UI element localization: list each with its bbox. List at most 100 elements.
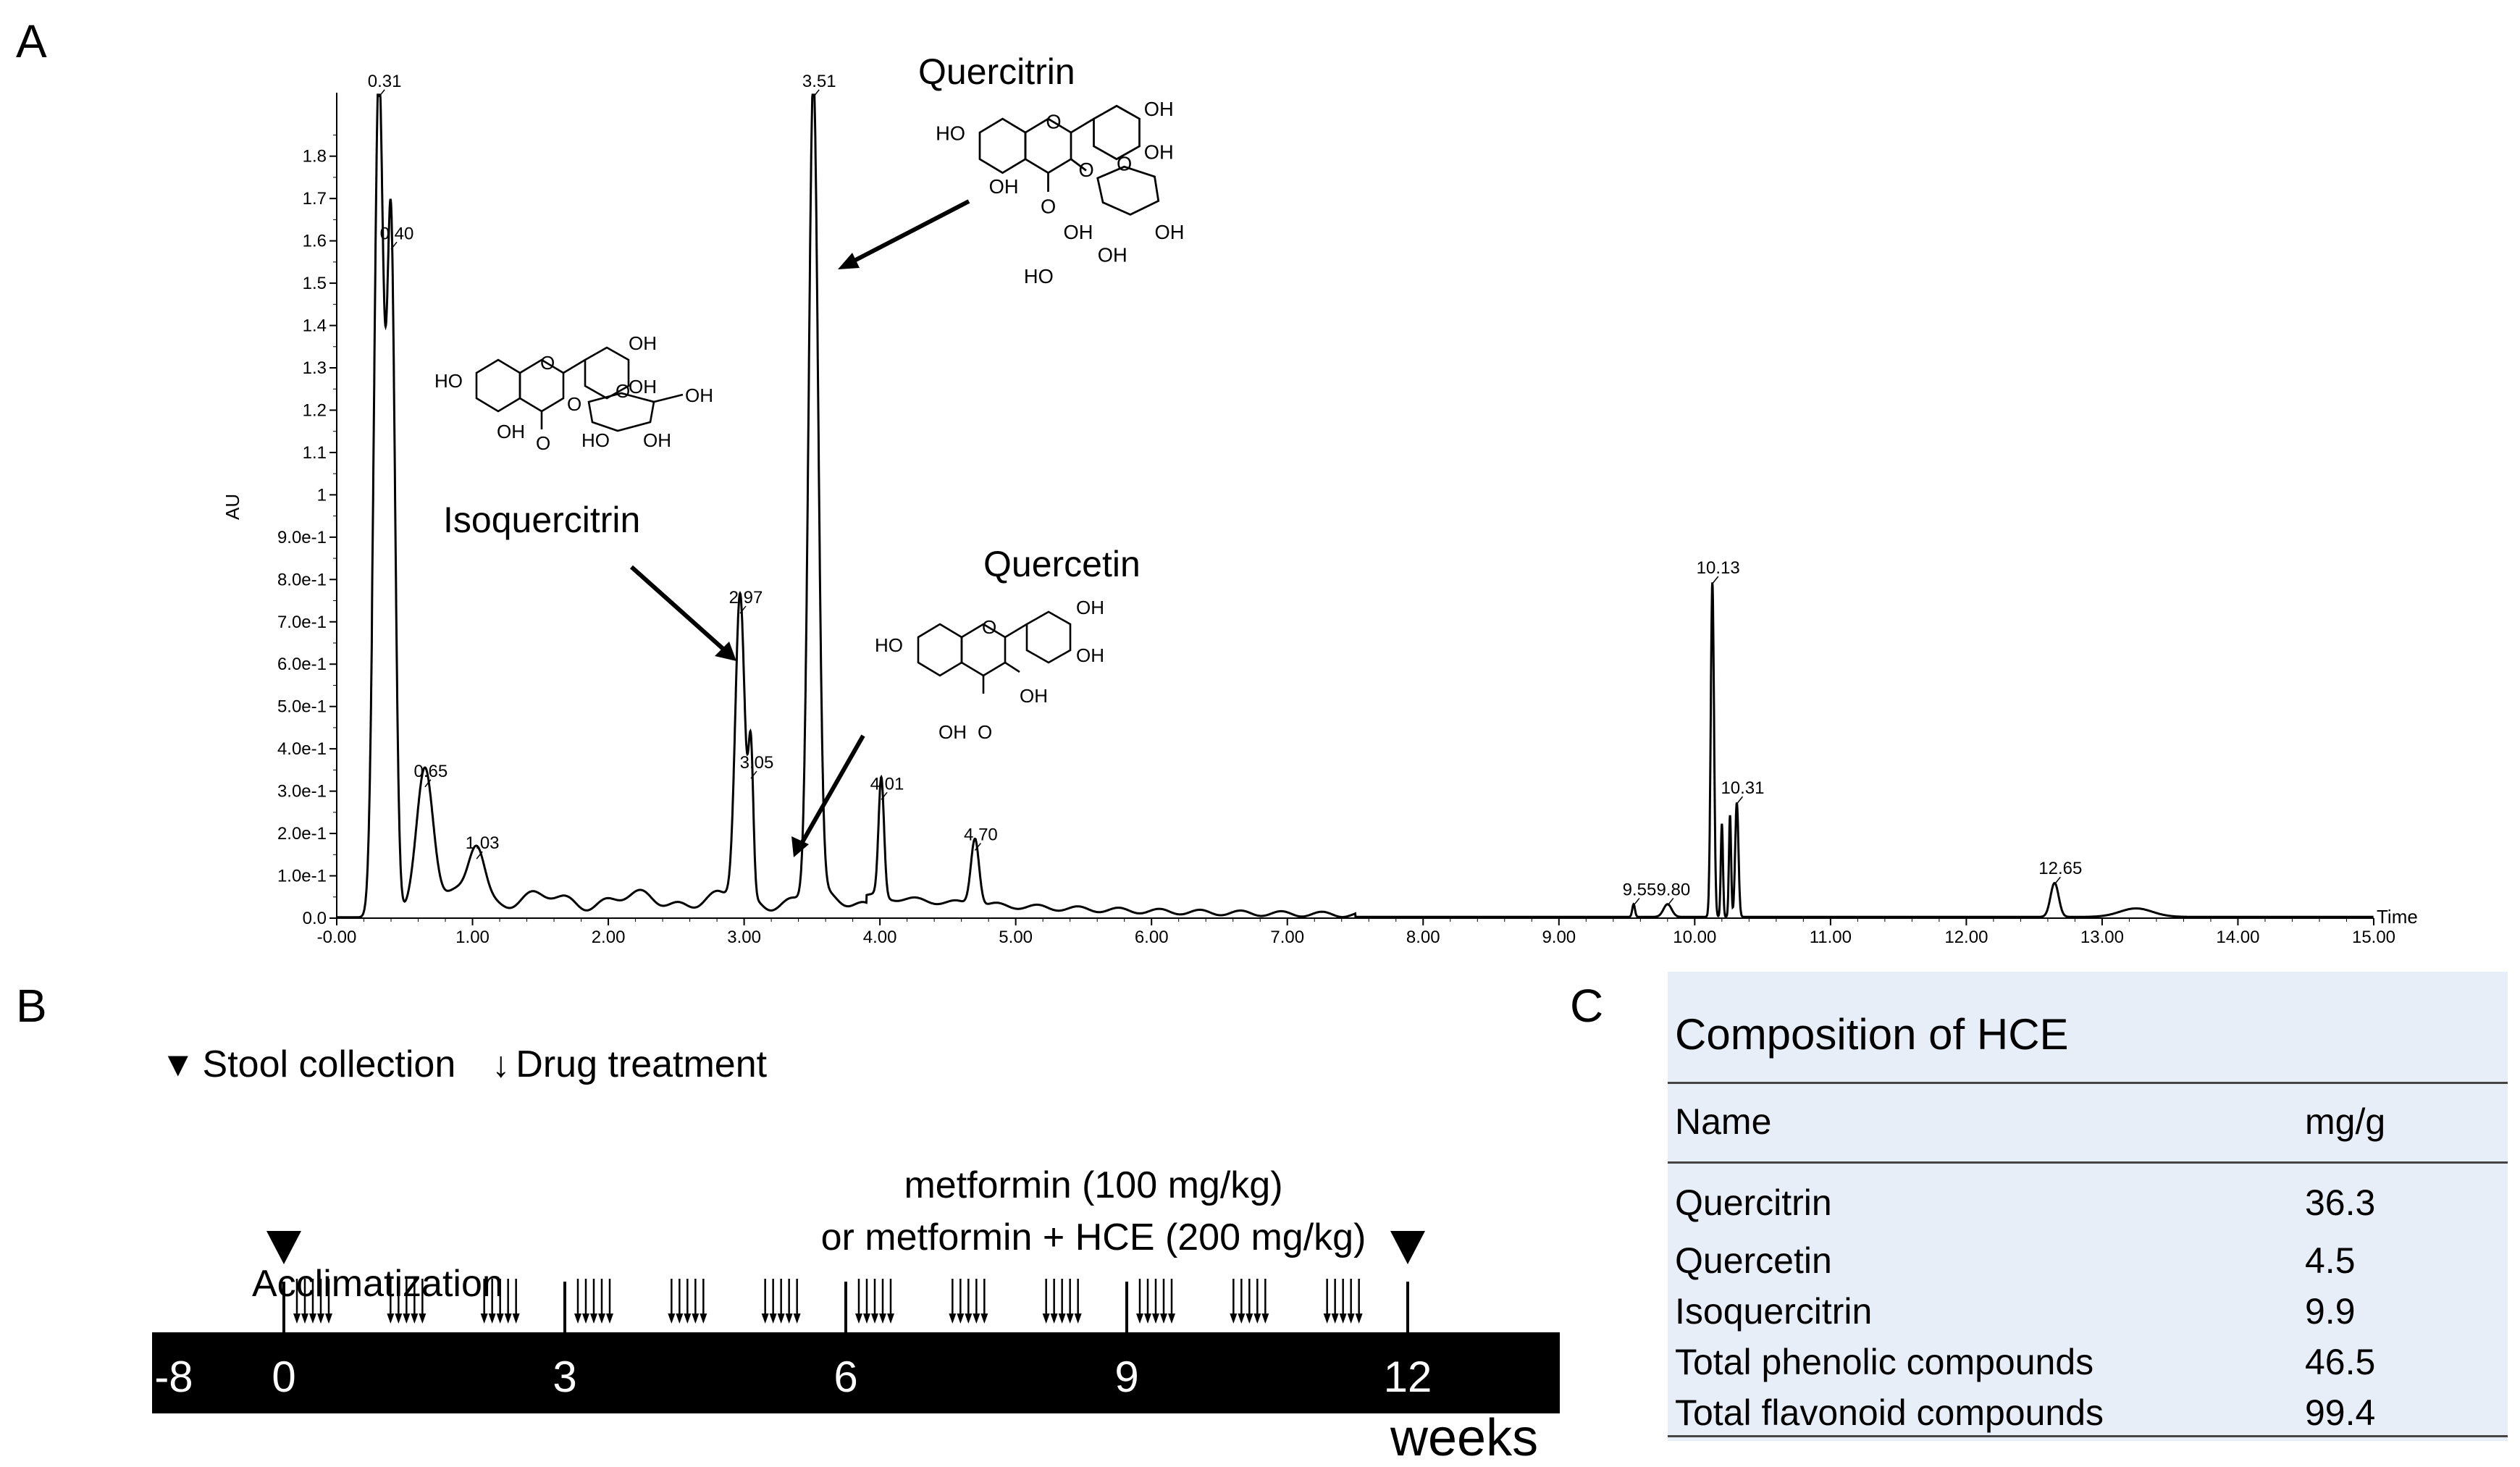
dose-arrow bbox=[1042, 1279, 1050, 1324]
dose-arrow bbox=[293, 1279, 301, 1324]
svg-text:OH: OH bbox=[989, 175, 1019, 198]
dose-arrow bbox=[325, 1279, 332, 1324]
dose-arrow bbox=[980, 1279, 988, 1324]
dose-arrow bbox=[684, 1279, 692, 1324]
timeline-legend: ▼ Stool collection ↓ Drug treatment bbox=[161, 1043, 767, 1086]
dose-arrow bbox=[863, 1279, 870, 1324]
isoquercitrin-structure: HO OH O O OH OH O O OH HO OH bbox=[434, 332, 713, 454]
x-tick-label: 1.00 bbox=[455, 928, 490, 947]
weeks-unit-label: weeks bbox=[1390, 1409, 1538, 1467]
y-tick-label: 2.0e-1 bbox=[277, 824, 327, 844]
y-tick-label: 1.1 bbox=[303, 443, 327, 463]
panel-label-c: C bbox=[1570, 980, 1604, 1032]
dose-arrow bbox=[419, 1279, 427, 1324]
peak-label: 0.31 bbox=[368, 72, 402, 91]
x-tick-label: 5.00 bbox=[999, 928, 1033, 947]
quercitrin-arrow bbox=[846, 199, 970, 266]
dose-arrow bbox=[411, 1279, 419, 1324]
dose-arrow bbox=[879, 1279, 886, 1324]
dose-arrow bbox=[957, 1279, 965, 1324]
table-rule-header bbox=[1668, 1161, 2508, 1164]
dose-arrow bbox=[1144, 1279, 1151, 1324]
dose-arrow bbox=[965, 1279, 973, 1324]
y-tick-label: 0.0 bbox=[303, 909, 327, 928]
dose-arrow bbox=[403, 1279, 411, 1324]
svg-text:OH: OH bbox=[643, 429, 671, 451]
arrow-heads bbox=[715, 253, 860, 857]
dose-arrow bbox=[676, 1279, 684, 1324]
y-tick-label: 7.0e-1 bbox=[277, 613, 327, 632]
peak-label: 9.80 bbox=[1656, 880, 1690, 899]
row-name: Quercitrin bbox=[1675, 1182, 1832, 1223]
svg-text:HO: HO bbox=[1024, 265, 1054, 287]
quercetin-label: Quercetin bbox=[983, 544, 1141, 584]
svg-text:HO: HO bbox=[581, 429, 610, 451]
peak-label: 10.31 bbox=[1721, 778, 1764, 798]
dose-arrow bbox=[1355, 1279, 1363, 1324]
dose-arrow bbox=[887, 1279, 894, 1324]
y-tick-label: 1.0e-1 bbox=[277, 867, 327, 886]
svg-text:O: O bbox=[1046, 111, 1061, 133]
y-tick-label: 9.0e-1 bbox=[277, 528, 327, 547]
svg-text:OH: OH bbox=[497, 421, 525, 442]
week-tick-label: 0 bbox=[272, 1353, 295, 1401]
dose-arrow bbox=[1160, 1279, 1167, 1324]
y-tick-label: 1.4 bbox=[303, 316, 327, 336]
row-value: 99.4 bbox=[2305, 1392, 2376, 1433]
peak-label: 4.70 bbox=[964, 825, 998, 844]
svg-text:OH: OH bbox=[1076, 597, 1104, 618]
dose-arrow bbox=[1074, 1279, 1082, 1324]
acclimatization-label: Acclimatization bbox=[252, 1263, 503, 1305]
dose-arrow bbox=[1058, 1279, 1066, 1324]
dose-arrow bbox=[395, 1279, 403, 1324]
dose-arrow bbox=[1152, 1279, 1159, 1324]
header-name: Name bbox=[1675, 1101, 1772, 1142]
dose-arrow bbox=[488, 1279, 496, 1324]
x-tick-label: 11.00 bbox=[1810, 928, 1852, 947]
header-unit: mg/g bbox=[2305, 1101, 2386, 1142]
svg-text:OH: OH bbox=[1098, 244, 1127, 266]
dose-arrow bbox=[582, 1279, 589, 1324]
y-tick-label: 1.6 bbox=[303, 232, 327, 251]
y-axis-label: AU bbox=[222, 494, 243, 520]
y-tick-label: 1 bbox=[317, 485, 327, 505]
y-tick-label: 1.5 bbox=[303, 274, 327, 293]
svg-text:O: O bbox=[540, 352, 555, 374]
x-tick-label: 12.00 bbox=[1944, 928, 1988, 947]
y-tick-label: 1.2 bbox=[303, 400, 327, 420]
row-value: 36.3 bbox=[2305, 1182, 2376, 1223]
svg-text:OH: OH bbox=[1144, 141, 1174, 164]
svg-text:OH: OH bbox=[1020, 685, 1048, 707]
svg-text:OH: OH bbox=[629, 332, 657, 354]
svg-text:O: O bbox=[536, 432, 550, 454]
peak-labels: 0.310.400.651.032.973.053.514.014.709.55… bbox=[368, 72, 2082, 906]
x-tick-label: -0.00 bbox=[317, 928, 357, 947]
peak-label: 0.65 bbox=[414, 762, 448, 781]
svg-text:O: O bbox=[616, 380, 630, 402]
stool-collection-icon: ▼ bbox=[161, 1045, 196, 1084]
dose-arrow bbox=[1253, 1279, 1261, 1324]
svg-text:O: O bbox=[1041, 195, 1056, 217]
svg-text:HO: HO bbox=[434, 370, 463, 392]
dose-arrow bbox=[590, 1279, 597, 1324]
dose-arrow bbox=[761, 1279, 769, 1324]
drug-treatment-icon: ↓ bbox=[492, 1044, 511, 1085]
svg-text:O: O bbox=[1117, 153, 1132, 175]
y-tick-label: 3.0e-1 bbox=[277, 782, 327, 802]
svg-text:OH: OH bbox=[629, 376, 657, 398]
svg-text:OH: OH bbox=[1064, 221, 1093, 243]
x-axis-label: Time bbox=[2377, 906, 2418, 928]
x-tick-label: 7.00 bbox=[1270, 928, 1304, 947]
y-tick-label: 5.0e-1 bbox=[277, 697, 327, 717]
legend-stool-label: Stool collection bbox=[202, 1043, 456, 1085]
dose-arrow bbox=[777, 1279, 785, 1324]
dose-arrow bbox=[769, 1279, 777, 1324]
dose-arrow bbox=[1230, 1279, 1238, 1324]
peak-label: 1.03 bbox=[466, 833, 500, 853]
dose-arrow bbox=[309, 1279, 316, 1324]
legend-drug-label: Drug treatment bbox=[516, 1043, 768, 1085]
